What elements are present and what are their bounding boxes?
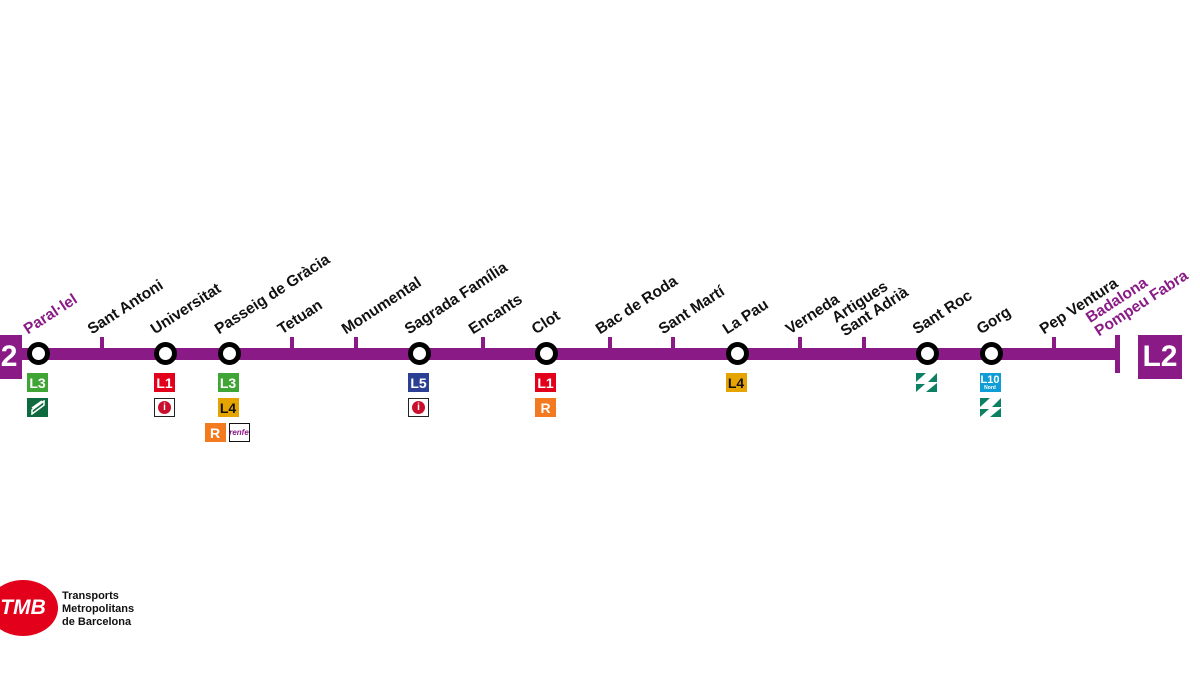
badge-subtext: Nord bbox=[984, 384, 996, 391]
connection-badge-l3[interactable]: L3 bbox=[217, 373, 239, 392]
info-glyph: i bbox=[412, 401, 425, 414]
terminus-bar bbox=[1115, 335, 1120, 373]
station-label[interactable]: La Pau bbox=[719, 296, 772, 338]
station-marker[interactable] bbox=[979, 342, 1003, 365]
station-label[interactable]: Gorg bbox=[973, 303, 1014, 338]
station-label[interactable]: Clot bbox=[528, 307, 564, 338]
connection-badge-l4[interactable]: L4 bbox=[217, 398, 239, 417]
station-tick[interactable] bbox=[798, 337, 802, 349]
station-label[interactable]: Passeig de Gràcia bbox=[211, 250, 333, 338]
tmb-logo-text: Transports Metropolitans de Barcelona bbox=[62, 590, 134, 629]
line-badge-start: L2 bbox=[0, 335, 22, 379]
station-name: Sant Roc bbox=[909, 287, 976, 338]
connection-badge-l1[interactable]: L1 bbox=[154, 373, 175, 392]
tmb-logo: TMB bbox=[0, 580, 58, 636]
station-name: La Pau bbox=[719, 296, 772, 338]
station-tick[interactable] bbox=[861, 337, 866, 349]
station-tick[interactable] bbox=[480, 337, 485, 349]
station-name: Sagrada Família bbox=[401, 258, 511, 338]
station-name: Encants bbox=[465, 290, 526, 338]
station-tick[interactable] bbox=[671, 337, 675, 349]
logo-line: Transports bbox=[62, 590, 119, 602]
info-glyph: i bbox=[158, 401, 171, 414]
station-label[interactable]: Sant Roc bbox=[909, 287, 976, 338]
logo-line: de Barcelona bbox=[62, 616, 132, 628]
station-label[interactable]: Paral·lel bbox=[20, 290, 81, 338]
connection-badge-rodalies[interactable]: R bbox=[204, 423, 226, 442]
station-marker[interactable] bbox=[916, 342, 939, 365]
station-marker[interactable] bbox=[725, 342, 749, 365]
info-point-icon: i bbox=[154, 398, 175, 417]
line-badge-end: L2 bbox=[1138, 335, 1182, 379]
badge-text: L10 bbox=[980, 373, 1000, 386]
connection-badge-l5[interactable]: L5 bbox=[408, 373, 429, 392]
connection-badge-r[interactable]: R bbox=[535, 398, 556, 417]
station-label[interactable]: Tetuan bbox=[274, 296, 326, 338]
station-tick[interactable] bbox=[607, 337, 612, 349]
station-marker[interactable] bbox=[154, 342, 177, 365]
station-name: Tetuan bbox=[274, 296, 326, 338]
station-tick[interactable] bbox=[353, 337, 358, 349]
info-point-icon: i bbox=[408, 398, 429, 417]
station-name: Paral·lel bbox=[20, 290, 81, 338]
tram-icon bbox=[916, 373, 937, 392]
station-name: Clot bbox=[528, 307, 564, 338]
connection-badge-l4[interactable]: L4 bbox=[725, 373, 747, 392]
station-label[interactable]: Encants bbox=[465, 290, 526, 338]
funicular-icon bbox=[27, 398, 48, 417]
line-l2-track bbox=[20, 348, 1118, 360]
tram-icon bbox=[979, 398, 1001, 417]
station-name: Gorg bbox=[973, 303, 1014, 338]
station-marker[interactable] bbox=[408, 342, 431, 365]
renfe-icon[interactable]: renfe bbox=[228, 423, 250, 442]
station-tick[interactable] bbox=[99, 337, 104, 349]
connection-badge-l3[interactable]: L3 bbox=[27, 373, 48, 392]
station-label[interactable]: Sagrada Família bbox=[401, 258, 511, 338]
station-tick[interactable] bbox=[1052, 337, 1056, 349]
station-name: Passeig de Gràcia bbox=[211, 250, 333, 338]
station-marker[interactable] bbox=[535, 342, 558, 365]
logo-line: Metropolitans bbox=[62, 603, 135, 615]
station-marker[interactable] bbox=[217, 342, 241, 365]
station-marker[interactable] bbox=[27, 342, 50, 365]
connection-badge-l1[interactable]: L1 bbox=[535, 373, 556, 392]
station-tick[interactable] bbox=[290, 337, 294, 349]
